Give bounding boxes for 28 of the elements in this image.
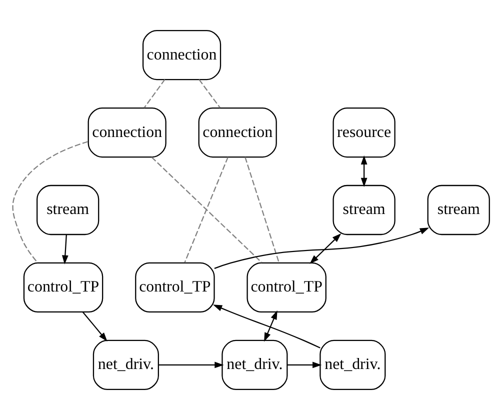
- arrow: [310, 233, 342, 264]
- node-box: stream: [332, 184, 396, 236]
- arrow: [158, 362, 224, 368]
- node-box: connection: [88, 107, 166, 158]
- connector: [198, 79, 221, 108]
- connector: [244, 157, 280, 263]
- connector: [151, 156, 262, 263]
- node-box: net_driv.: [222, 340, 288, 390]
- connector: [12, 141, 88, 264]
- arrow: [214, 228, 430, 269]
- node-box: stream: [36, 184, 100, 236]
- arrow: [287, 362, 322, 368]
- node-box: connection: [142, 30, 222, 80]
- node-box: stream: [427, 184, 490, 236]
- arrow: [212, 304, 320, 348]
- connector: [184, 156, 228, 263]
- arrow: [360, 155, 368, 187]
- arrow: [264, 310, 278, 342]
- connector: [144, 79, 166, 108]
- node-box: control_TP: [23, 262, 104, 313]
- node-box: net_driv.: [92, 340, 159, 390]
- node-box: control_TP: [135, 262, 215, 313]
- node-box: connection: [198, 107, 277, 158]
- node-box: resource: [332, 107, 396, 158]
- arrow: [82, 312, 108, 342]
- arrow: [62, 234, 68, 264]
- node-box: control_TP: [246, 262, 326, 313]
- node-box: net_driv.: [320, 340, 386, 390]
